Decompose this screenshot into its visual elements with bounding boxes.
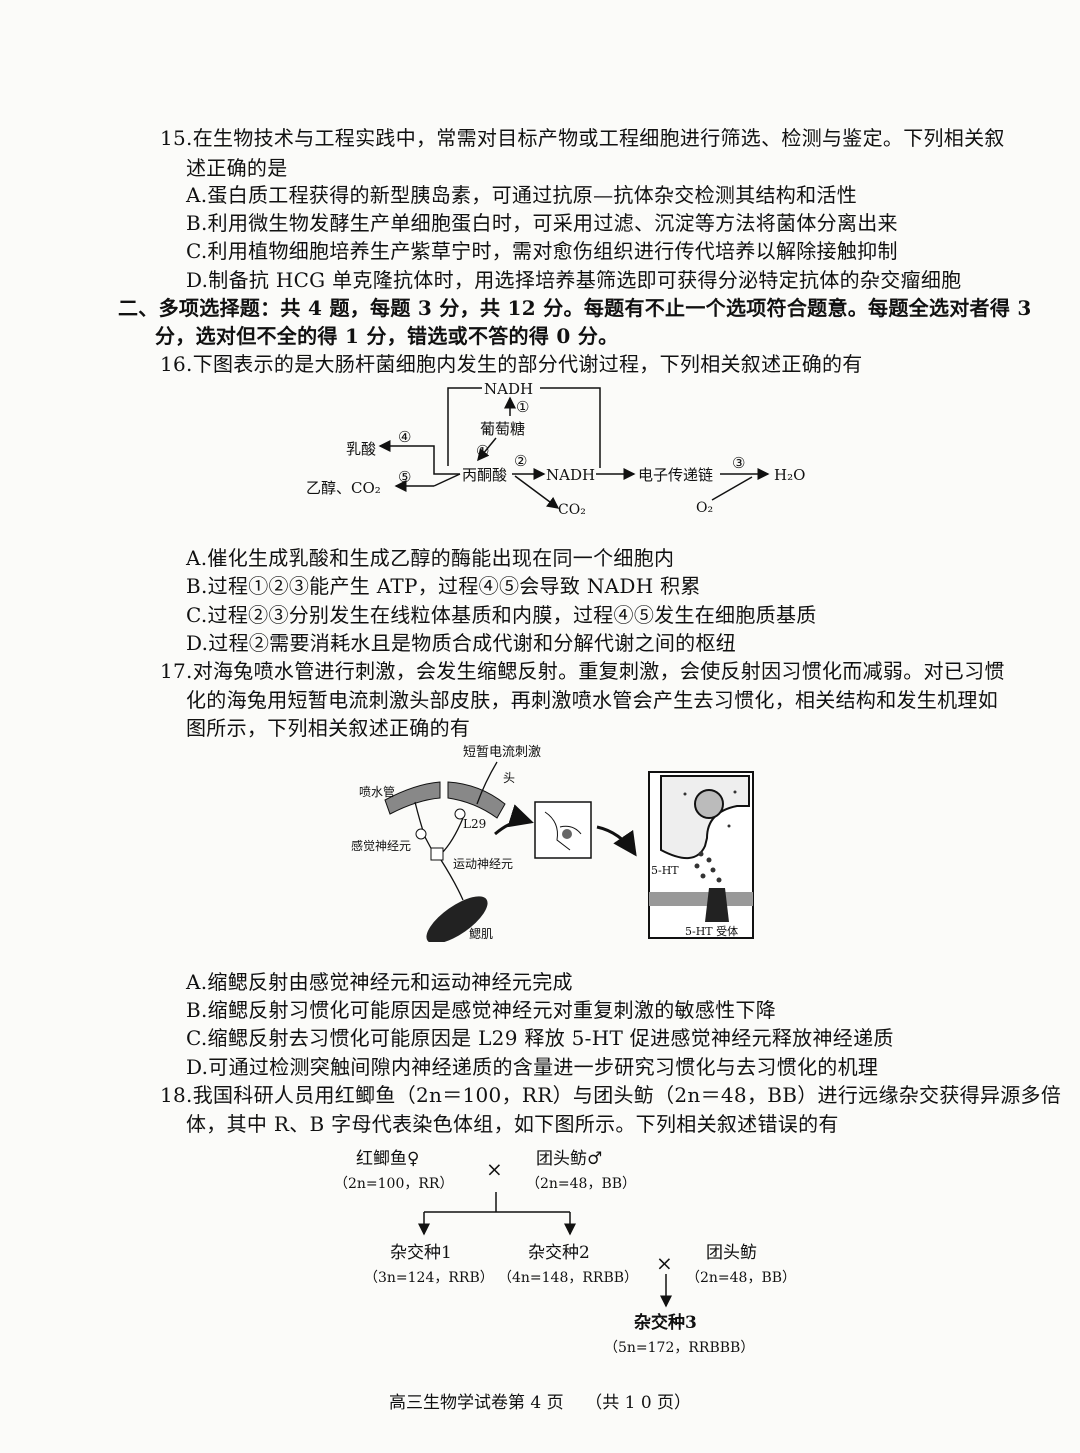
page-footer: 高三生物学试卷第 4 页 （共 1 0 页） xyxy=(388,1393,692,1413)
nadh-top-label: NADH xyxy=(484,380,533,398)
etc-label: 电子传递链 xyxy=(638,466,713,484)
stim-line xyxy=(476,761,498,805)
q16-option-d: D.过程②需要消耗水且是物质合成代谢和分解代谢之间的枢纽 xyxy=(186,631,737,655)
ethanol-label: 乙醇、CO₂ xyxy=(306,479,381,497)
co2-label: CO₂ xyxy=(558,502,586,518)
parent1-info: （2n=100，RR） xyxy=(334,1176,453,1192)
step4-label: ④ xyxy=(398,428,411,446)
hybrid1-name: 杂交种1 xyxy=(390,1243,452,1263)
q17-stem-line2: 化的海兔用短暂电流刺激头部皮肤，再刺激喷水管会产生去习惯化，相关结构和发生机理如 xyxy=(186,688,998,712)
arrow-to-detail xyxy=(596,825,637,857)
hybrid3-info: （5n=172，RRBBB） xyxy=(604,1340,754,1356)
section2-line1: 二、多项选择题：共 4 题，每题 3 分，共 12 分。每题有不止一个选项符合题… xyxy=(118,296,1032,320)
arrow-pyruvate-co2 xyxy=(514,475,560,509)
parent1-name: 红鲫鱼♀ xyxy=(356,1149,419,1169)
lactate-label: 乳酸 xyxy=(346,440,376,458)
q15-stem-line2: 述正确的是 xyxy=(186,156,288,180)
metabolism-diagram: NADH ① 葡萄糖 ① ② 丙酮酸 NADH CO₂ 电子传递链 ③ H₂O … xyxy=(306,380,805,518)
parent3-info: （2n=48，BB） xyxy=(686,1270,796,1286)
q16-stem: 16.下图表示的是大肠杆菌细胞内发生的部分代谢过程，下列相关叙述正确的有 xyxy=(160,352,863,376)
postsynaptic-membrane xyxy=(649,892,753,906)
q16-option-a: A.催化生成乳酸和生成乙醇的酶能出现在同一个细胞内 xyxy=(186,546,675,570)
zoom-box xyxy=(534,801,592,859)
head-skin xyxy=(447,781,506,819)
receptor-5ht xyxy=(705,888,729,922)
siphon-label: 喷水管 xyxy=(359,784,395,799)
sensory-label: 感觉神经元 xyxy=(351,838,411,853)
glucose-label: 葡萄糖 xyxy=(480,420,525,438)
step3-label: ③ xyxy=(732,454,745,472)
q18-stem-line1: 18.我国科研人员用红鲫鱼（2n＝100，RR）与团头鲂（2n＝48，BB）进行… xyxy=(160,1083,1062,1107)
q15-option-d: D.制备抗 HCG 单克隆抗体时，用选择培养基筛选即可获得分泌特定抗体的杂交瘤细… xyxy=(186,268,962,292)
siphon-skin xyxy=(384,781,441,815)
arrow-to-zoom xyxy=(494,804,534,836)
hybridization-diagram: 红鲫鱼♀ （2n=100，RR） × 团头鲂♂ （2n=48，BB） 杂交种1 … xyxy=(334,1149,796,1356)
hybrid1-info: （3n=124，RRB） xyxy=(364,1270,494,1286)
step1b-label: ① xyxy=(476,442,489,460)
vesicle-large xyxy=(694,789,724,819)
q15-option-b: B.利用微生物发酵生产单细胞蛋白时，可采用过滤、沉淀等方法将菌体分离出来 xyxy=(186,211,898,235)
5ht-label: 5-HT xyxy=(651,864,679,877)
pyruvate-label: 丙酮酸 xyxy=(462,466,507,484)
step2-label: ② xyxy=(514,452,527,470)
zoom-synapse xyxy=(544,811,582,851)
arrow-o2-water xyxy=(711,476,753,501)
q17-option-a: A.缩鳃反射由感觉神经元和运动神经元完成 xyxy=(186,970,573,994)
hybrid2-info: （4n=148，RRBB） xyxy=(498,1270,638,1286)
sensory-cell-body xyxy=(415,828,427,840)
q16-option-c: C.过程②③分别发生在线粒体基质和内膜，过程④⑤发生在细胞质基质 xyxy=(186,603,817,627)
l29-label: L29 xyxy=(463,817,486,831)
q17-option-c: C.缩鳃反射去习惯化可能原因是 L29 释放 5-HT 促进感觉神经元释放神经递… xyxy=(186,1026,894,1050)
nadh-mid-label: NADH xyxy=(546,466,595,484)
bracket-line xyxy=(378,440,460,475)
parent2-info: （2n=48，BB） xyxy=(526,1176,636,1192)
q18-stem-line2: 体，其中 R、B 字母代表染色体组，如下图所示。下列相关叙述错误的有 xyxy=(186,1112,839,1136)
synapse-box xyxy=(430,847,444,861)
aplysia-diagram: 短暂电流刺激 头 喷水管 L29 感觉神经元 运动神经元 鳃肌 5-HT 5-H… xyxy=(351,745,754,942)
l29-axon xyxy=(440,817,464,855)
q15-stem-line1: 15.在生物技术与工程实践中，常需对目标产物或工程细胞进行筛选、检测与鉴定。下列… xyxy=(160,126,1005,150)
section2-line2: 分，选对但不全的得 1 分，错选或不答的得 0 分。 xyxy=(155,324,619,348)
l29-cell-body xyxy=(454,808,466,820)
step1a-label: ① xyxy=(516,398,529,416)
parent3-name: 团头鲂 xyxy=(706,1243,757,1263)
bracket-lower xyxy=(433,473,461,487)
q15-option-a: A.蛋白质工程获得的新型胰岛素，可通过抗原—抗体杂交检测其结构和活性 xyxy=(186,183,857,207)
q17-stem-line1: 17.对海兔喷水管进行刺激，会发生缩鳃反射。重复刺激，会使反射因习惯化而减弱。对… xyxy=(160,659,1005,683)
q17-option-b: B.缩鳃反射习惯化可能原因是感觉神经元对重复刺激的敏感性下降 xyxy=(186,998,777,1022)
gill-muscle xyxy=(426,896,488,942)
q17-option-d: D.可通过检测突触间隙内神经递质的含量进一步研究习惯化与去习惯化的机理 xyxy=(186,1055,879,1079)
loop-left-line xyxy=(447,387,482,466)
cross-symbol-2: × xyxy=(656,1251,673,1275)
step5-label: ⑤ xyxy=(398,468,411,486)
motor-axon xyxy=(440,859,464,901)
water-label: H₂O xyxy=(774,466,805,484)
receptor-label: 5-HT 受体 xyxy=(685,924,738,938)
o2-label: O₂ xyxy=(696,500,713,516)
q15-option-c: C.利用植物细胞培养生产紫草宁时，需对愈伤组织进行传代培养以解除接触抑制 xyxy=(186,239,898,263)
motor-label: 运动神经元 xyxy=(453,857,513,871)
cross-symbol: × xyxy=(486,1157,503,1181)
arrow-glucose-pyruvate xyxy=(477,437,497,462)
q16-option-b: B.过程①②③能产生 ATP，过程④⑤会导致 NADH 积累 xyxy=(186,574,701,598)
parent2-name: 团头鲂♂ xyxy=(536,1149,602,1169)
hybrid2-name: 杂交种2 xyxy=(528,1243,590,1263)
q17-stem-line3: 图所示，下列相关叙述正确的有 xyxy=(186,716,471,740)
loop-right-line xyxy=(540,387,601,468)
gill-label: 鳃肌 xyxy=(469,927,493,941)
hybrid3-name: 杂交种3 xyxy=(634,1312,697,1333)
head-label: 头 xyxy=(503,771,515,785)
stim-label: 短暂电流刺激 xyxy=(463,745,541,760)
sensory-axon xyxy=(414,801,434,853)
